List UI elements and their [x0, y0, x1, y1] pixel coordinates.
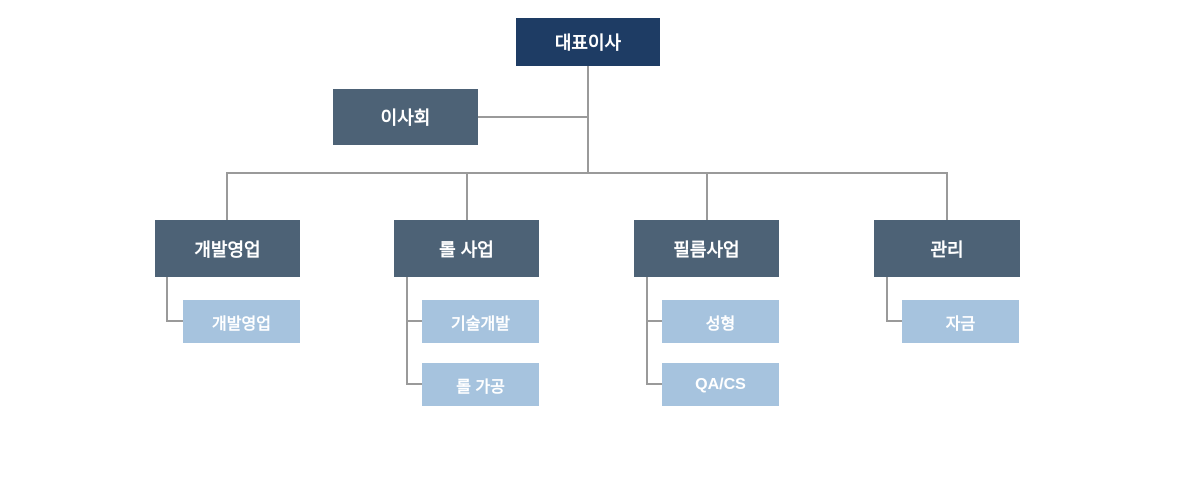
- node-sub-dev-sales: 개발영업: [183, 300, 300, 343]
- connector-dept4-elbow-v: [886, 277, 888, 322]
- connector-dept3-elbow-h2: [646, 383, 662, 385]
- node-dept-label: 관리: [930, 239, 964, 260]
- node-sub-finance: 자금: [902, 300, 1019, 343]
- connector-main-branch: [226, 172, 948, 174]
- node-ceo: 대표이사: [516, 18, 660, 66]
- connector-dept1-drop: [226, 173, 228, 220]
- node-dept-label: 롤 사업: [439, 239, 494, 260]
- node-dept-film-business: 필름사업: [634, 220, 779, 277]
- connector-dept2-elbow-v: [406, 277, 408, 385]
- connector-dept3-elbow-v: [646, 277, 648, 385]
- node-board-label: 이사회: [380, 108, 431, 128]
- node-sub-label: QA/CS: [695, 375, 746, 393]
- node-dept-dev-sales: 개발영업: [155, 220, 300, 277]
- node-sub-label: 개발영업: [212, 315, 271, 333]
- connector-dept2-elbow-h1: [406, 320, 422, 322]
- connector-dept3-elbow-h1: [646, 320, 662, 322]
- node-dept-label: 필름사업: [673, 239, 740, 260]
- node-sub-qa-cs: QA/CS: [662, 363, 779, 406]
- node-dept-management: 관리: [874, 220, 1020, 277]
- connector-dept1-elbow-v: [166, 277, 168, 322]
- node-sub-roll-processing: 롤 가공: [422, 363, 539, 406]
- node-sub-label: 자금: [945, 315, 976, 333]
- connector-dept3-drop: [706, 173, 708, 220]
- node-sub-tech-dev: 기술개발: [422, 300, 539, 343]
- connector-dept2-elbow-h2: [406, 383, 422, 385]
- node-dept-roll-business: 롤 사업: [394, 220, 539, 277]
- node-sub-label: 롤 가공: [456, 378, 505, 396]
- connector-dept2-drop: [466, 173, 468, 220]
- node-sub-label: 성형: [705, 315, 736, 333]
- connector-dept1-elbow-h: [166, 320, 183, 322]
- node-sub-molding: 성형: [662, 300, 779, 343]
- connector-dept4-elbow-h: [886, 320, 902, 322]
- node-sub-label: 기술개발: [451, 315, 510, 333]
- connector-dept4-drop: [946, 173, 948, 220]
- node-dept-label: 개발영업: [194, 239, 261, 260]
- connector-board-branch: [478, 116, 588, 118]
- node-board: 이사회: [333, 89, 478, 145]
- node-ceo-label: 대표이사: [554, 33, 622, 53]
- connector-ceo-drop: [587, 65, 589, 173]
